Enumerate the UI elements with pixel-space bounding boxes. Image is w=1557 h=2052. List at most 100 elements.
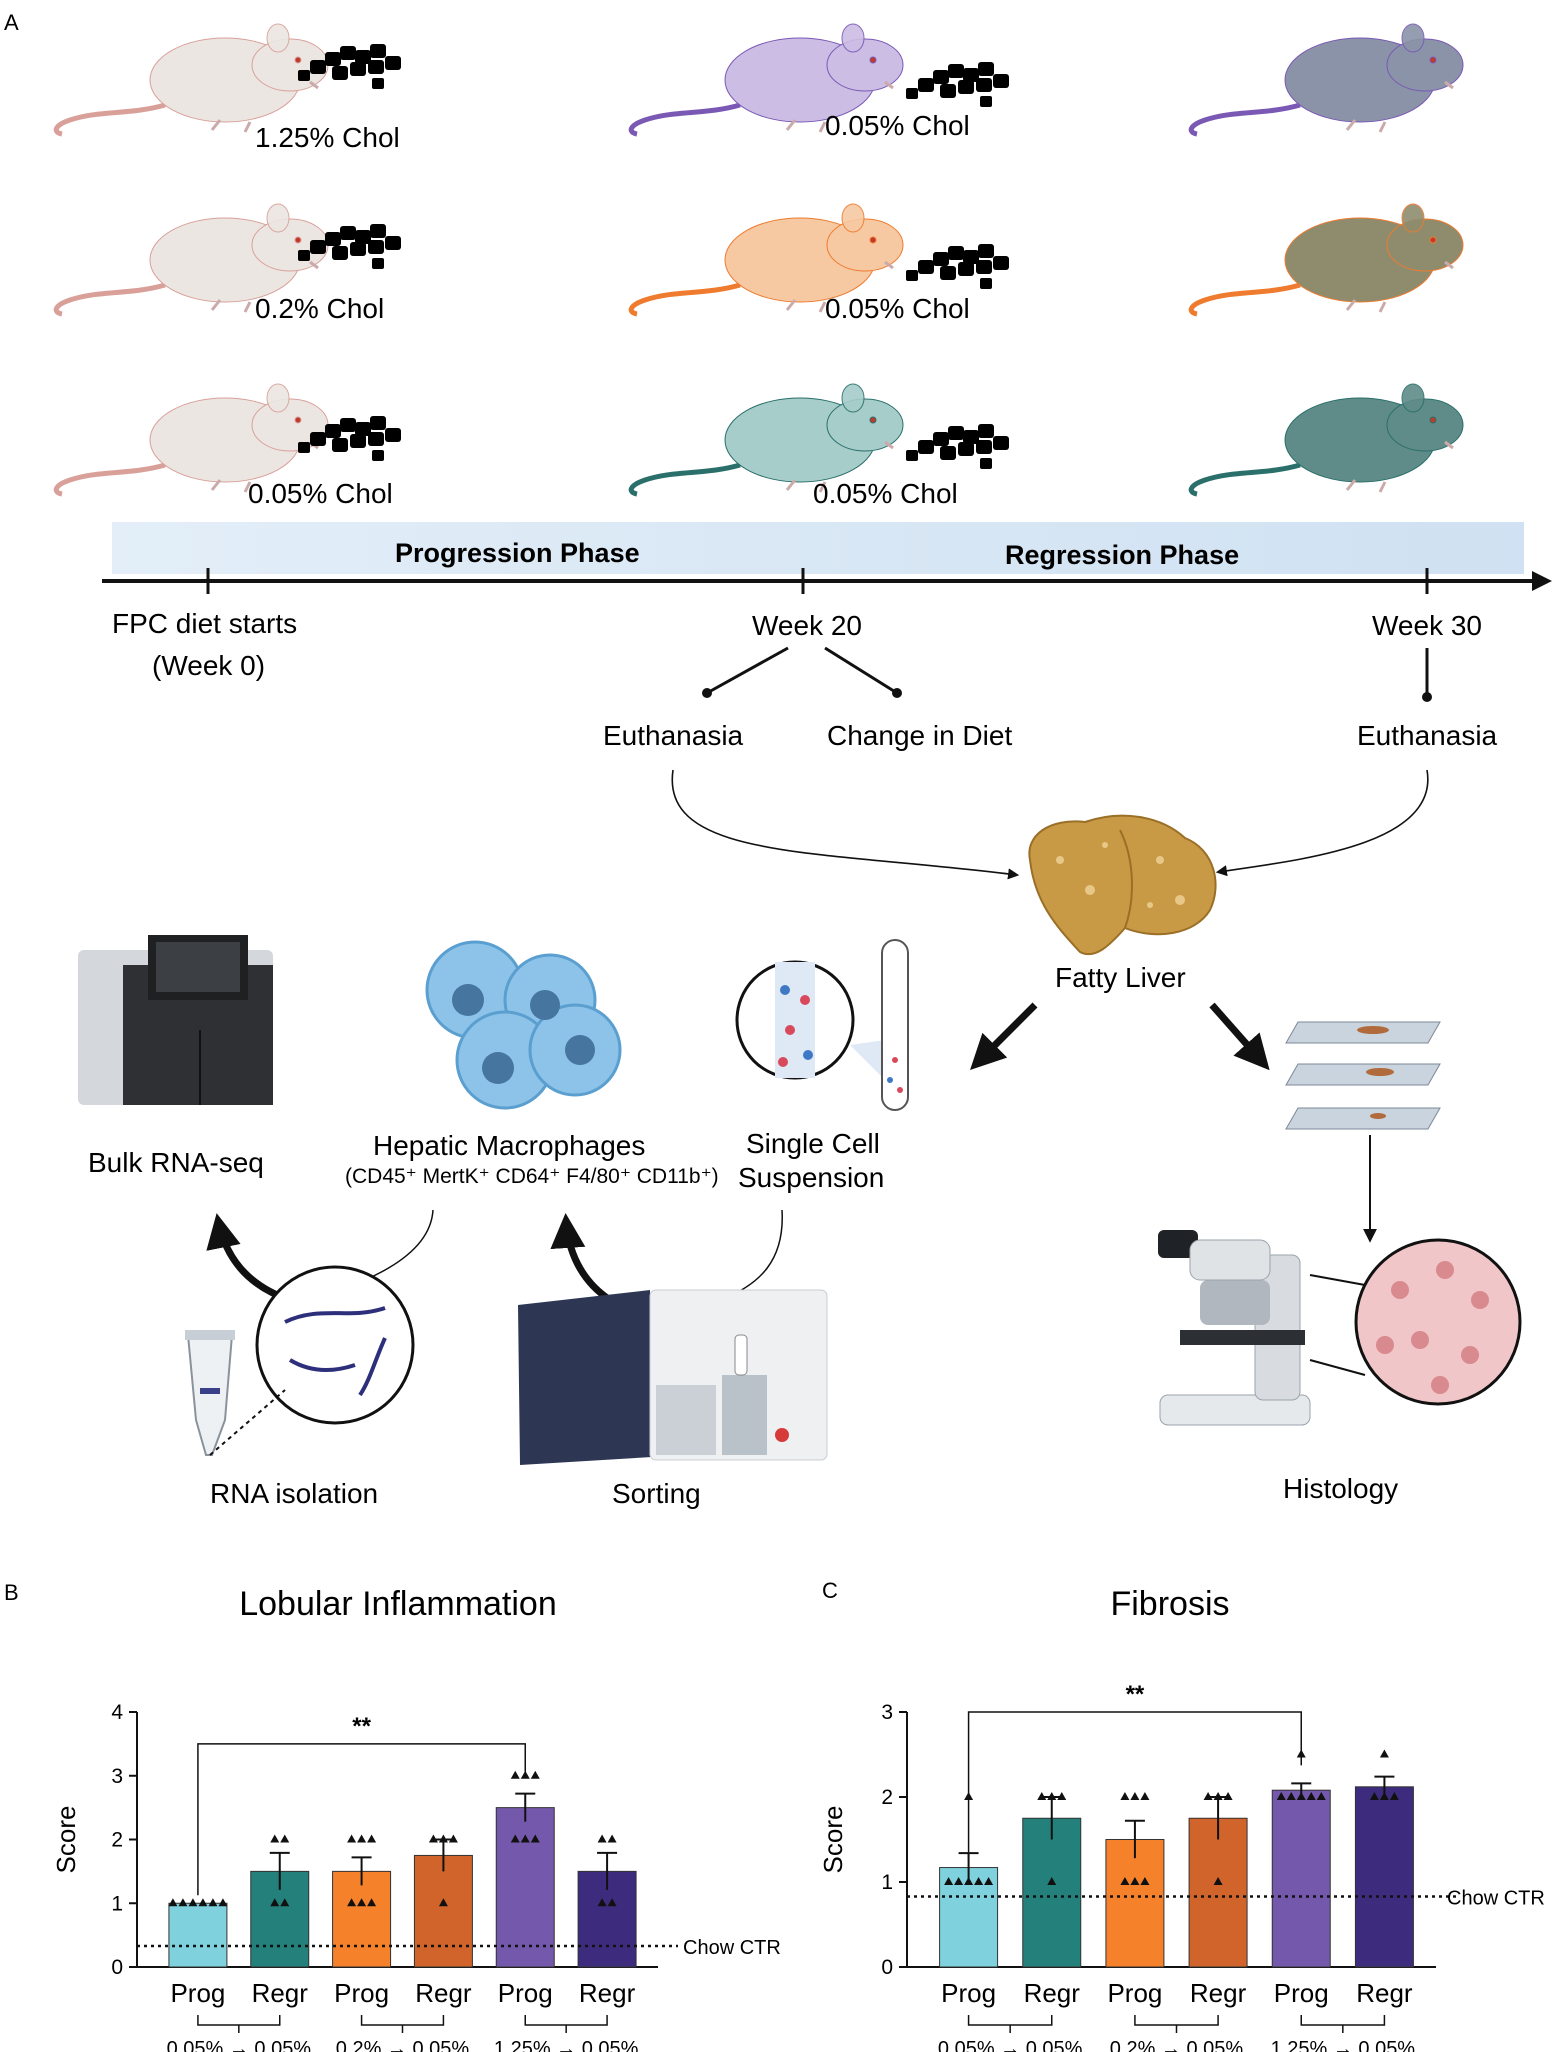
data-point [270, 1834, 280, 1843]
data-point [198, 1898, 208, 1907]
diet-label-prog-r1: 1.25% Chol [255, 122, 400, 153]
group-bracket [360, 2015, 445, 2026]
y-tick-label: 1 [111, 1892, 123, 1915]
mouse-icon [56, 24, 328, 134]
group-label: 1.25% → 0.05% [1271, 2038, 1416, 2052]
data-point [347, 1834, 357, 1843]
flow-arrow [550, 1213, 612, 1303]
cell-sorter-icon [518, 1289, 828, 1465]
data-point [1316, 1792, 1326, 1800]
microscope-icon [1158, 1230, 1311, 1426]
significance-label: ** [352, 1713, 371, 1740]
data-point [448, 1834, 458, 1843]
data-point [1047, 1792, 1057, 1800]
data-point [974, 1877, 984, 1885]
data-point [280, 1834, 290, 1843]
x-tick-label: Prog [1274, 1978, 1329, 2008]
bar [1188, 1817, 1248, 1968]
bar [1354, 1786, 1414, 1968]
data-point [218, 1898, 228, 1907]
data-point [1057, 1792, 1067, 1800]
bar [495, 1807, 555, 1968]
connector-curve [719, 1209, 783, 1301]
week0-label-line1: FPC diet starts [112, 608, 297, 639]
data-point [1369, 1792, 1379, 1800]
y-tick-label: 3 [111, 1765, 123, 1788]
data-point [270, 1898, 280, 1907]
macrophage-markers-label: (CD45⁺ MertK⁺ CD64⁺ F4/80⁺ CD11b⁺) [345, 1165, 719, 1188]
data-point [208, 1898, 218, 1907]
single-cell-label-1: Single Cell [746, 1128, 880, 1159]
data-point [1140, 1792, 1150, 1800]
x-tick-label: Regr [579, 1978, 636, 2008]
mouse-row-2: 0.2% Chol 0.05% Chol [56, 204, 1463, 324]
mouse-icon [1191, 384, 1463, 494]
data-point [1379, 1792, 1389, 1800]
group-bracket [1134, 2015, 1219, 2026]
branch-line [824, 646, 898, 695]
branch-dot [1422, 692, 1432, 702]
bar [168, 1902, 228, 1968]
data-point [1223, 1792, 1233, 1800]
euthanasia-label-2: Euthanasia [1357, 720, 1498, 751]
branch-line [706, 646, 789, 695]
pellets-icon [906, 424, 1009, 469]
y-axis-label: Score [51, 1806, 81, 1874]
tissue-magnifier-icon [1309, 1238, 1522, 1406]
diet-label-regr-r3: 0.05% Chol [813, 478, 958, 509]
data-point [607, 1898, 617, 1907]
diet-label-regr-r1: 0.05% Chol [825, 110, 970, 141]
group-label: 0.2% → 0.05% [1110, 2038, 1244, 2052]
reference-label: Chow CTR [1447, 1887, 1545, 1909]
pellets-icon [906, 62, 1009, 107]
histology-label: Histology [1283, 1473, 1398, 1504]
data-point [367, 1898, 377, 1907]
diet-label-regr-r2: 0.05% Chol [825, 293, 970, 324]
rna-isolation-label: RNA isolation [210, 1478, 378, 1509]
y-tick-label: 0 [881, 1956, 893, 1979]
data-point [168, 1898, 178, 1907]
single-cell-label-2: Suspension [738, 1162, 884, 1193]
panel-letter-a: A [4, 10, 19, 35]
significance-bracket [967, 1711, 1302, 1860]
week30-label: Week 30 [1372, 610, 1482, 641]
data-point [1047, 1877, 1057, 1885]
x-tick-label: Regr [1190, 1978, 1247, 2008]
y-tick-label: 3 [881, 1701, 893, 1724]
data-point [597, 1898, 607, 1907]
group-bracket [967, 2015, 1053, 2026]
data-point [1306, 1792, 1316, 1800]
data-point [530, 1770, 540, 1779]
week0-label-line2: (Week 0) [152, 650, 265, 681]
euthanasia-label-1: Euthanasia [603, 720, 744, 751]
flow-arrow [671, 769, 1020, 880]
data-point [1379, 1749, 1389, 1758]
x-tick-label: Prog [334, 1978, 389, 2008]
data-point [347, 1898, 357, 1907]
data-point [510, 1834, 520, 1843]
data-point [1120, 1877, 1130, 1885]
pellets-icon [906, 244, 1009, 289]
group-bracket [1300, 2015, 1386, 2026]
significance-label: ** [1126, 1681, 1145, 1708]
y-tick-label: 2 [881, 1786, 893, 1809]
data-point [438, 1898, 448, 1907]
group-bracket [524, 2015, 608, 2026]
data-point [944, 1877, 954, 1885]
mouse-row-3: 0.05% Chol 0.05% Chol [56, 384, 1463, 509]
data-point [964, 1877, 974, 1885]
flow-arrow [206, 1213, 292, 1304]
branch-dot [702, 688, 712, 698]
mouse-row-1: 1.25% Chol 0.05% Chol [56, 24, 1463, 153]
x-tick-label: Prog [1107, 1978, 1162, 2008]
flow-arrow [970, 1002, 1038, 1070]
data-point [1276, 1792, 1286, 1800]
chart-title: Lobular Inflammation [239, 1585, 557, 1623]
panel-letter-b: B [4, 1580, 19, 1605]
data-point [1296, 1792, 1306, 1800]
bar [1271, 1789, 1331, 1968]
data-point [1130, 1877, 1140, 1885]
